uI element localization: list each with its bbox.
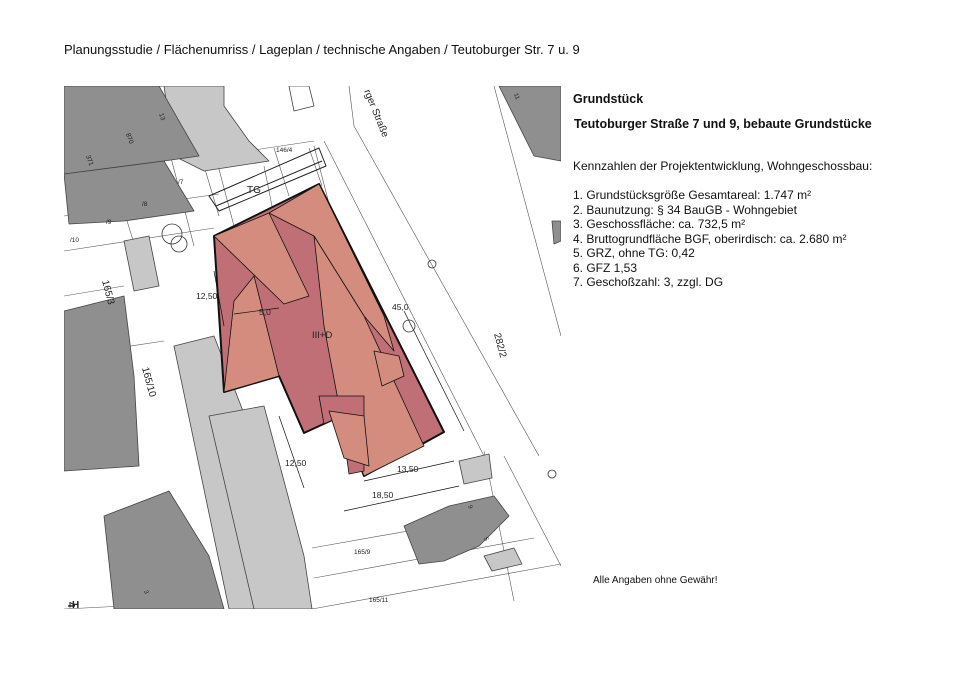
dimension-lines <box>213 270 465 512</box>
disclaimer: Alle Angaben ohne Gewähr! <box>593 575 718 586</box>
list-item: 2. Baunutzung: § 34 BauGB - Wohngebiet <box>573 202 797 217</box>
dimension-label: 13,50 <box>397 464 419 474</box>
garage-label: TG <box>247 185 261 196</box>
parcel-label: 4 <box>65 602 76 608</box>
tree-symbols <box>161 223 557 479</box>
planned-building <box>213 183 445 477</box>
parcel-label: H <box>72 600 79 609</box>
site-plan-map: rger Straße III+D TG 146/4 /8 /7 /9 /10 … <box>64 86 561 609</box>
building-label: III+D <box>312 330 332 341</box>
key-figures-list: 1. Grundstücksgröße Gesamtareal: 1.747 m… <box>573 189 933 289</box>
dimension-label: 12,50 <box>196 291 218 301</box>
parcel-label: 3 <box>142 590 149 596</box>
garage-outline <box>208 147 327 212</box>
parcel-label: /7 <box>178 179 184 186</box>
parcel-label: 165/9 <box>354 549 371 556</box>
list-item: 1. Grundstücksgröße Gesamtareal: 1.747 m… <box>573 188 812 202</box>
parcel-label: 13 <box>157 112 166 122</box>
list-item: 6. GFZ 1,53 <box>573 260 638 275</box>
neighbor-buildings <box>64 86 561 609</box>
dimension-label: 18,50 <box>372 490 394 500</box>
dimension-label: 12,50 <box>285 458 307 468</box>
parcel-label: /10 <box>70 237 79 244</box>
parcel-label: 165/10 <box>139 366 158 399</box>
list-item: 5. GRZ, ohne TG: 0,42 <box>573 246 695 260</box>
list-item: 3. Geschossfläche: ca. 732,5 m² <box>573 217 746 231</box>
parcel-label: 371 <box>84 154 94 167</box>
panel-title: Grundstück <box>573 92 644 106</box>
parcel-label: 282/2 <box>491 332 508 359</box>
parcel-label: /8 <box>142 201 148 208</box>
page-header: Planungsstudie / Flächenumriss / Lagepla… <box>64 42 580 57</box>
info-panel: Grundstück Teutoburger Straße 7 und 9, b… <box>573 92 933 291</box>
list-item: 7. Geschoßzahl: 3, zzgl. DG <box>573 275 724 289</box>
parcel-label: 870 <box>124 132 134 145</box>
dimension-label: 45,0 <box>392 302 409 312</box>
panel-subtitle: Teutoburger Straße 7 und 9, bebaute Grun… <box>574 117 872 131</box>
parcel-label: 9 <box>466 505 473 511</box>
list-item: 4. Bruttogrundfläche BGF, oberirdisch: c… <box>573 231 847 246</box>
parcel-label: 146/4 <box>276 147 293 154</box>
parcel-label: 165/11 <box>369 597 389 604</box>
dimension-label: 5,0 <box>259 307 271 317</box>
panel-intro: Kennzahlen der Projektentwicklung, Wohng… <box>573 159 873 173</box>
parcel-label: /9 <box>106 219 112 226</box>
parcel-label: 5 <box>482 537 489 543</box>
parcel-label: 11 <box>512 93 520 102</box>
street-label: rger Straße <box>361 88 390 139</box>
